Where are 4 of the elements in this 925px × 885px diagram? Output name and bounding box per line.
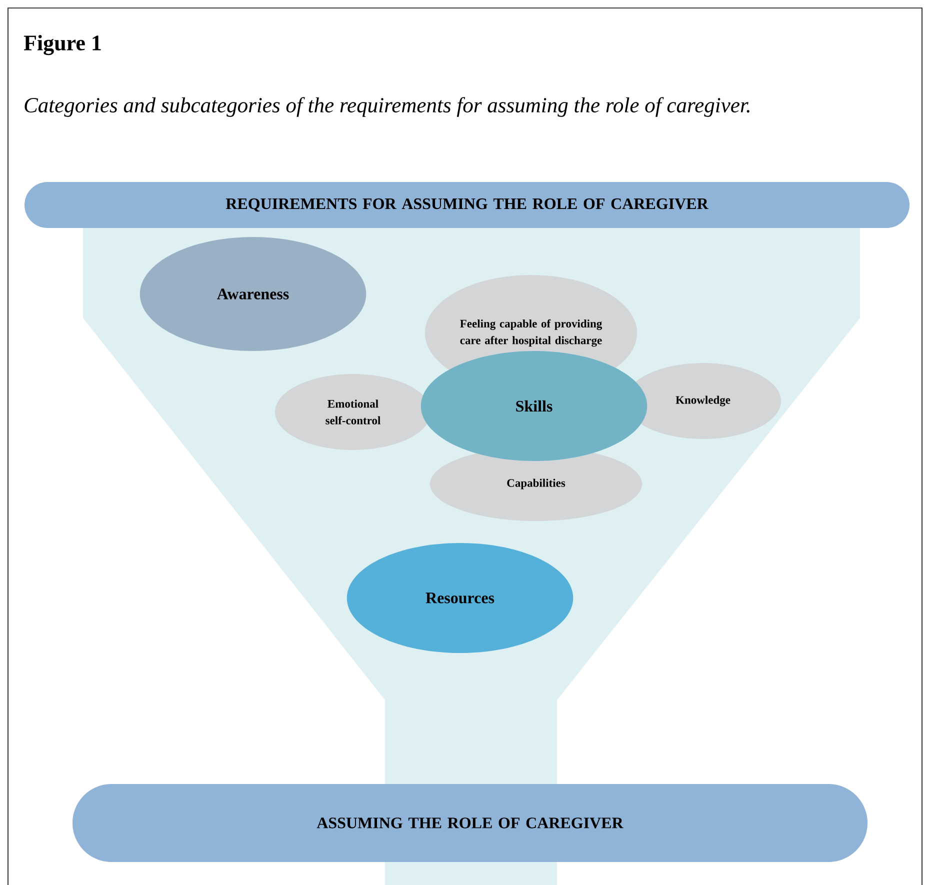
figure-title: Figure 1 — [24, 34, 101, 56]
header-band: REQUIREMENTS FOR ASSUMING THE ROLE OF CAREGIVER — [24, 182, 910, 228]
figure-caption: Categories and subcategories of the requirements for assuming the role of caregiver. — [24, 97, 750, 117]
footer-band: ASSUMING THE ROLE OF CAREGIVER — [72, 784, 868, 862]
